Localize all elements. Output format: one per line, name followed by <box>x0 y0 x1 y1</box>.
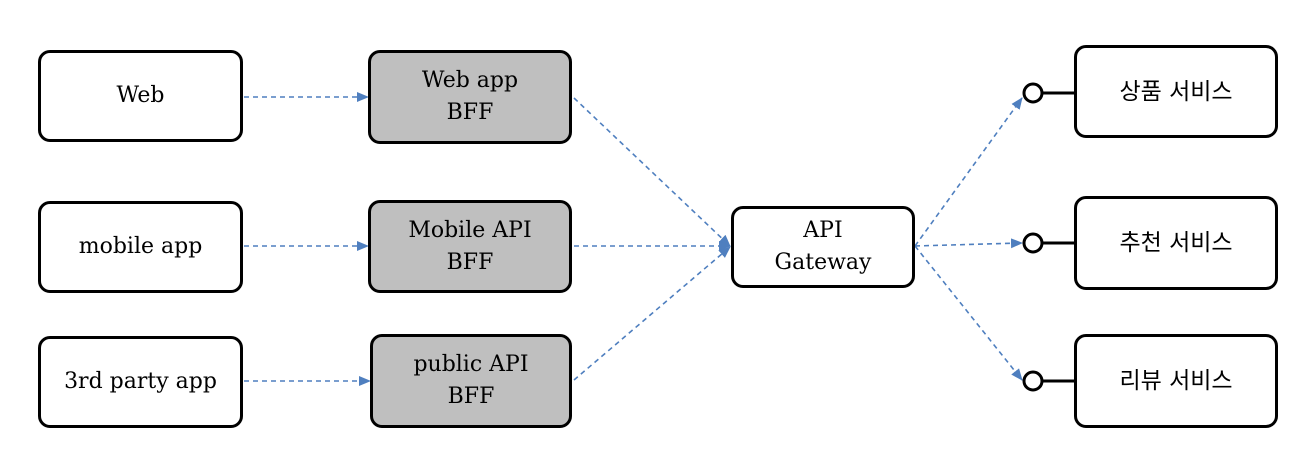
product-interface-port <box>1022 82 1075 104</box>
mobile-api-bff-line1: Mobile API <box>408 217 532 243</box>
client-mobile-app-label: mobile app <box>78 234 203 259</box>
edge-public-bff-to-gateway <box>573 246 731 381</box>
edge-gateway-to-recommend <box>914 238 1023 249</box>
mobile-api-bff-line2: BFF <box>446 249 494 275</box>
api-gateway-line1: API <box>803 218 843 243</box>
edge-web-bff-to-gateway <box>573 97 731 247</box>
service-product-label: 상품 서비스 <box>1119 78 1233 105</box>
service-review-label: 리뷰 서비스 <box>1119 368 1233 394</box>
client-mobile-app: mobile app <box>38 201 243 293</box>
web-app-bff-line2: BFF <box>446 100 494 125</box>
service-product: 상품 서비스 <box>1074 45 1278 138</box>
client-web-label: Web <box>116 83 165 108</box>
public-api-bff-line2: BFF <box>447 384 495 409</box>
api-gateway-line2: Gateway <box>774 250 872 275</box>
web-app-bff-line1: Web app <box>421 68 519 93</box>
edge-gateway-to-product <box>914 97 1023 247</box>
client-third-party-app: 3rd party app <box>38 336 243 428</box>
review-interface-port <box>1022 370 1075 392</box>
service-recommend: 추천 서비스 <box>1074 196 1278 290</box>
service-recommend-label: 추천 서비스 <box>1119 230 1233 256</box>
recommend-interface-port <box>1022 232 1075 254</box>
service-review: 리뷰 서비스 <box>1074 334 1278 428</box>
web-app-bff: Web app BFF <box>368 50 572 144</box>
api-gateway: API Gateway <box>731 206 915 288</box>
mobile-api-bff: Mobile API BFF <box>368 200 572 293</box>
public-api-bff: public API BFF <box>370 334 572 428</box>
public-api-bff-line1: public API <box>413 352 529 377</box>
client-third-party-app-label: 3rd party app <box>64 369 217 394</box>
edge-gateway-to-review <box>914 245 1023 381</box>
client-web: Web <box>38 50 243 142</box>
